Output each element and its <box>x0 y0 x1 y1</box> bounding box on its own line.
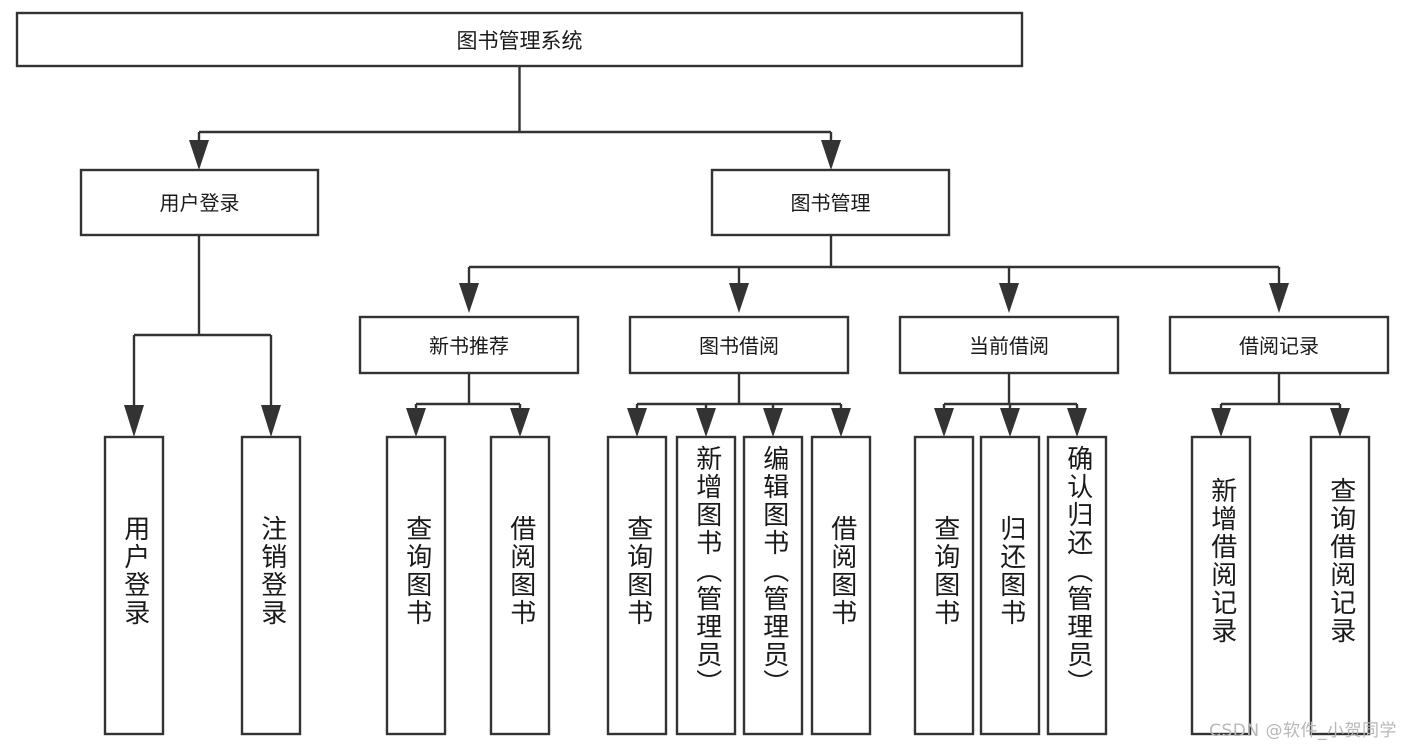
arrow-to-leaf-query-book-1 <box>406 408 426 437</box>
edges-group <box>124 66 1350 437</box>
node-root-label: 图书管理系统 <box>457 29 583 53</box>
node-user-login-label: 用户登录 <box>160 191 240 215</box>
arrow-to-leaf-logout <box>261 405 281 437</box>
leaf-box-logout[interactable] <box>240 435 302 736</box>
arrow-to-borrow-record <box>1269 283 1289 313</box>
leaf-box-borrow-book-2[interactable] <box>810 435 872 736</box>
arrow-to-current-borrow <box>999 283 1019 313</box>
node-book-borrow-label: 图书借阅 <box>699 334 779 358</box>
node-root-book-management-system[interactable] <box>15 11 1024 68</box>
leaf-box-add-book[interactable] <box>675 435 737 736</box>
leaf-box-edit-book[interactable] <box>742 435 804 736</box>
arrow-to-leaf-add-book <box>696 408 716 437</box>
node-current-borrow[interactable] <box>898 315 1120 375</box>
node-current-borrow-label: 当前借阅 <box>969 334 1049 358</box>
arrow-to-book-borrow <box>729 283 749 313</box>
arrow-to-leaf-borrow-book-1 <box>510 408 530 437</box>
arrow-to-leaf-query-book-3 <box>934 408 954 437</box>
node-borrow-record[interactable] <box>1168 315 1390 375</box>
leaf-box-user-login[interactable] <box>103 435 165 736</box>
node-new-book-recommend-label: 新书推荐 <box>429 334 509 358</box>
arrow-to-leaf-query-record <box>1330 408 1350 437</box>
arrow-to-leaf-add-record <box>1211 408 1231 437</box>
nodes-group: 图书管理系统 用户登录 图书管理 新书推荐 图书借阅 当前借阅 借阅记录 <box>15 11 1390 736</box>
node-book-borrow[interactable] <box>628 315 850 375</box>
arrow-to-leaf-return-book <box>1000 408 1020 437</box>
arrow-to-book-manage <box>821 140 841 170</box>
arrow-to-leaf-confirm-return <box>1067 408 1087 437</box>
leaf-box-borrow-book-1[interactable] <box>489 435 551 736</box>
csdn-watermark: CSDN @软件_小贺同学 <box>1209 721 1397 741</box>
arrow-to-leaf-query-book-2 <box>627 408 647 437</box>
leaf-box-add-record[interactable] <box>1190 435 1252 736</box>
leaf-box-query-book-3[interactable] <box>913 435 975 736</box>
arrow-to-leaf-user-login <box>124 405 144 437</box>
node-user-login[interactable] <box>79 168 320 237</box>
node-new-book-recommend[interactable] <box>358 315 580 375</box>
leaf-box-return-book[interactable] <box>979 435 1041 736</box>
arrow-to-new-book <box>459 283 479 313</box>
leaf-box-confirm-return[interactable] <box>1046 435 1108 736</box>
arrow-to-leaf-borrow-book-2 <box>831 408 851 437</box>
arrow-to-leaf-edit-book <box>763 408 783 437</box>
node-book-management-label: 图书管理 <box>791 191 871 215</box>
leaf-box-query-book-2[interactable] <box>606 435 668 736</box>
leaf-box-query-record[interactable] <box>1309 435 1371 736</box>
arrow-to-user-login <box>189 140 209 170</box>
node-borrow-record-label: 借阅记录 <box>1239 334 1319 358</box>
node-book-management[interactable] <box>710 168 951 237</box>
leaf-box-query-book-1[interactable] <box>385 435 447 736</box>
